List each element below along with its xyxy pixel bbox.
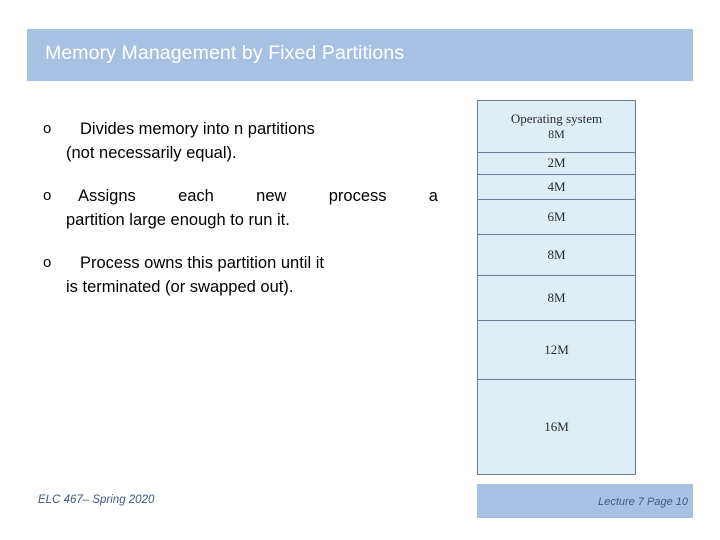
memory-block-size: 12M: [544, 341, 569, 357]
memory-block: 16M: [478, 380, 635, 474]
bullet-line-1: Process owns this partition until it: [80, 253, 324, 272]
memory-block: 2M: [478, 153, 635, 175]
memory-block-size: 16M: [544, 418, 569, 434]
footer-page-label: Lecture 7 Page 10: [598, 496, 688, 508]
list-item: o Process owns this partition until it i…: [40, 252, 440, 300]
page-title: Memory Management by Fixed Partitions: [45, 42, 405, 64]
memory-block-label: 4M: [547, 179, 565, 195]
memory-block-size: 6M: [547, 208, 566, 224]
bullet-marker: o: [43, 120, 52, 137]
bullet-marker: o: [43, 186, 52, 204]
bullet-line-1: Divides memory into n partitions: [80, 120, 315, 138]
bullet-line-2: (not necessarily equal).: [66, 143, 237, 162]
memory-block-label: 12M: [544, 342, 569, 358]
memory-block-label: 8M: [547, 247, 565, 263]
memory-block-size: 8M: [548, 127, 565, 142]
list-item: o Divides memory into n partitions (not …: [40, 118, 440, 166]
memory-block-label: 6M: [547, 209, 565, 225]
bullet-line-1: Assigns each new process a: [78, 186, 438, 205]
bullet-list: o Divides memory into n partitions (not …: [40, 118, 440, 319]
memory-block-size: 4M: [547, 178, 566, 194]
memory-block: 8M: [478, 235, 635, 276]
title-band: [27, 29, 693, 81]
memory-block-name: Operating system: [510, 110, 603, 126]
bullet-marker: o: [43, 253, 52, 271]
memory-block-size: 8M: [547, 289, 566, 305]
memory-block-size: 8M: [547, 246, 566, 262]
memory-block-label: 16M: [544, 419, 569, 435]
memory-block-size: 2M: [547, 155, 566, 171]
bullet-line-2: is terminated (or swapped out).: [66, 277, 294, 296]
memory-block: 8M: [478, 276, 635, 321]
memory-block: 6M: [478, 200, 635, 235]
footer-band: [477, 484, 693, 518]
memory-block-label: 2M: [547, 155, 565, 171]
bullet-line-2: partition large enough to run it.: [66, 210, 290, 229]
footer-course-label: ELC 467– Spring 2020: [38, 494, 155, 506]
memory-block-label: 8M: [547, 290, 565, 306]
list-item: o Assigns each new process a partition l…: [40, 185, 440, 233]
memory-block: 4M: [478, 175, 635, 200]
memory-block: 12M: [478, 321, 635, 380]
